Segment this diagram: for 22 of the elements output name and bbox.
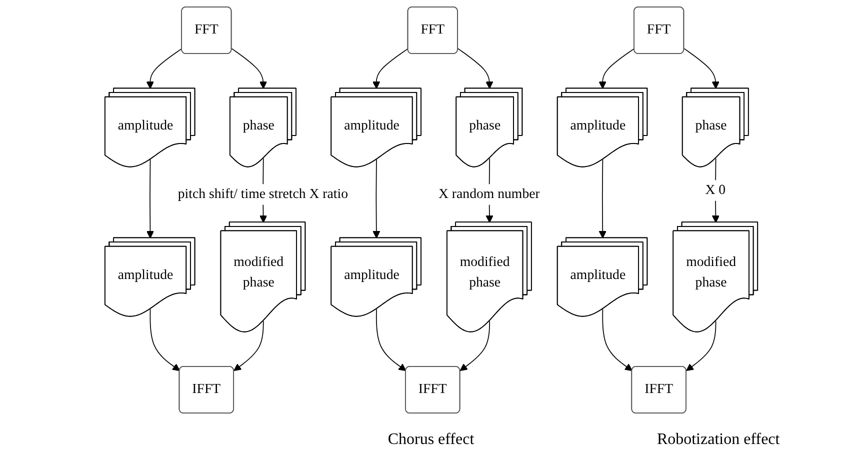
arrow <box>598 48 635 89</box>
arrow <box>372 48 408 89</box>
arrow <box>602 308 632 372</box>
arrow <box>683 48 720 89</box>
panel-caption: Chorus effect <box>386 431 476 449</box>
arrow <box>146 48 182 89</box>
panel-caption: Robotization effect <box>656 431 781 449</box>
arrow <box>149 308 180 372</box>
arrow <box>460 320 490 372</box>
arrow <box>598 159 606 238</box>
arrow <box>146 159 154 238</box>
edge-label: X random number <box>438 186 540 202</box>
edge-label: X 0 <box>704 182 726 198</box>
arrow <box>231 48 267 89</box>
arrow <box>686 320 716 372</box>
arrow <box>376 308 406 372</box>
arrow <box>372 159 380 238</box>
edge-label: pitch shift/ time stretch X ratio <box>178 186 348 202</box>
signal-flow-diagram: pitch shift/ time stretch X ratio X random number X 0 FFT amplitude phase amplitude modified phase IFFT FFT amplitude phase amplitude modified phase IFFT FFT amplitude phase amplitude modified phase IFFT <box>98 0 764 420</box>
arrow <box>233 320 264 372</box>
arrow <box>712 158 720 223</box>
arrow <box>457 48 493 89</box>
